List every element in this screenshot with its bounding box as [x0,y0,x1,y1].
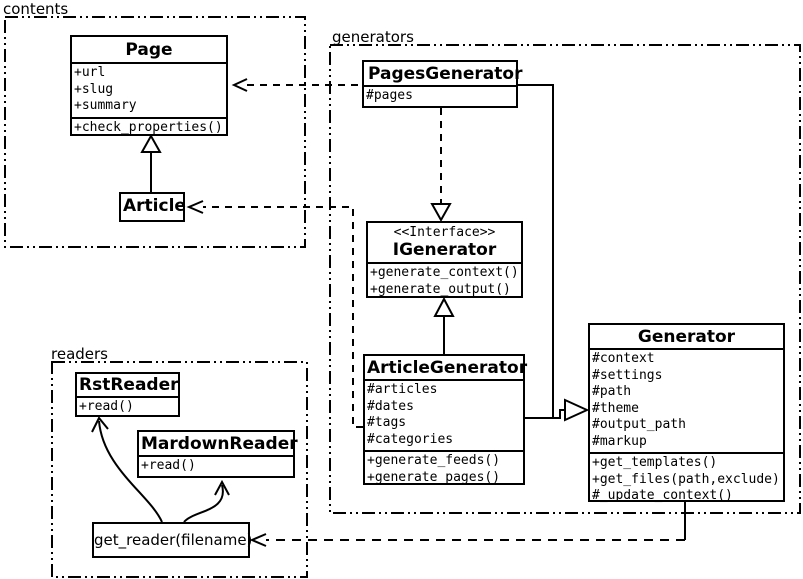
attribute: #output_path [592,417,686,432]
dependency-articlegenerator-to-article [186,200,363,428]
attribute: #markup [592,433,647,449]
attribute: #theme [592,400,639,416]
method: +get_files(path,exclude) [592,471,780,487]
package-border-generators [329,44,801,514]
method: +generate_output() [370,281,511,297]
generalization-generators-to-generator [518,84,590,422]
class-articlegenerator-title: ArticleGenerator [367,358,528,378]
generalization-articlegenerator-to-igenerator [433,296,455,354]
class-articlegenerator: ArticleGenerator #articles #dates #tags … [363,354,528,488]
package-border-readers [51,361,308,578]
class-page-methods: +check_properties() [72,116,226,139]
class-page-attributes: +url +slug +summary [72,62,226,117]
class-article-title: Article [123,196,186,216]
attribute: #tags [367,415,407,430]
class-article: Article [119,192,186,222]
method: +generate_context() [370,265,519,280]
class-articlegenerator-methods: +generate_feeds() +generate_pages() [365,450,523,488]
package-label-contents: contents [3,0,69,18]
realization-pagesgenerator-to-igenerator [430,108,452,223]
class-generator-title: Generator [637,327,736,347]
class-page: Page +url +slug +summary +check_properti… [70,35,228,136]
class-articlegenerator-attributes: #articles #dates #tags #categories [365,379,523,450]
class-generator-methods: +get_templates() +get_files(path,exclude… [590,452,783,507]
class-mardownreader-methods: +read() [139,455,293,477]
arrow-getreader-to-mardownreader [183,479,230,523]
class-mardownreader: MardownReader +read() [137,430,298,478]
attribute: +summary [74,98,137,113]
node-get-reader-label: get_reader(filename) [94,531,253,549]
attribute: #pages [366,88,413,103]
package-label-generators: generators [332,28,414,46]
class-pagesgenerator: PagesGenerator #pages [362,60,523,108]
class-igenerator-stereotype: <<Interface>> [393,225,496,240]
class-pagesgenerator-attributes: #pages [364,85,516,107]
class-rstreader-title: RstReader [79,375,179,395]
method: #_update_context() [592,488,733,503]
attribute: +url [74,65,106,80]
class-page-title: Page [125,40,173,60]
arrow-getreader-to-rstreader [91,416,163,523]
generalization-article-to-page [140,133,162,192]
class-igenerator-title: IGenerator [392,240,497,260]
node-get-reader: get_reader(filename) [92,522,253,558]
attribute: #path [592,384,632,399]
class-generator-attributes: #context #settings #path #theme #output_… [590,348,783,452]
dependency-pagesgenerator-to-page [231,78,362,92]
attribute: +slug [74,81,114,97]
method: +read() [79,399,134,414]
class-generator: Generator #context #settings #path #them… [588,323,785,503]
attribute: #settings [592,367,663,383]
method: +generate_feeds() [367,453,501,468]
class-pagesgenerator-title: PagesGenerator [368,64,523,84]
class-rstreader: RstReader +read() [75,372,180,417]
attribute: #articles [367,382,438,397]
method: +generate_pages() [367,469,501,485]
package-label-readers: readers [51,345,108,363]
dependency-generator-to-getreader [249,502,686,547]
method: +get_templates() [592,455,718,470]
attribute: #categories [367,431,454,447]
method: +check_properties() [74,119,223,135]
attribute: #context [592,351,655,366]
class-rstreader-methods: +read() [77,396,178,418]
package-border-contents [4,16,306,248]
class-mardownreader-title: MardownReader [141,434,298,454]
class-igenerator-methods: +generate_context() +generate_output() [368,262,521,300]
attribute: #dates [367,398,414,414]
method: +read() [141,458,196,473]
class-igenerator: <<Interface>> IGenerator +generate_conte… [366,221,523,298]
